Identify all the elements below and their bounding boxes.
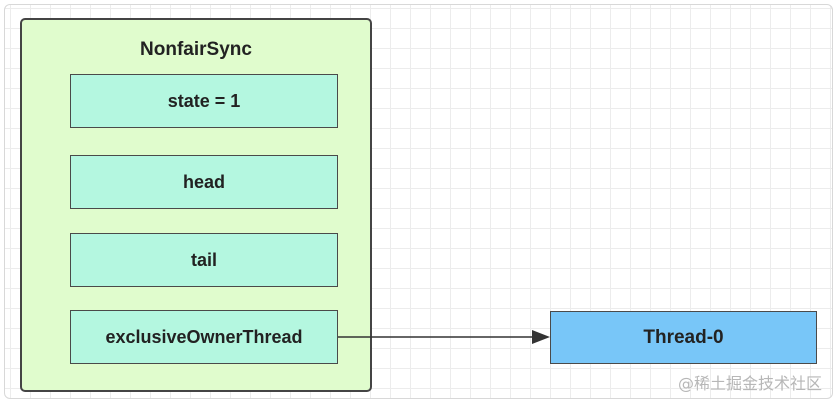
field-exclusive-owner-thread-label: exclusiveOwnerThread [105,326,303,347]
nonfair-sync-title: NonfairSync [140,39,252,60]
field-state: state = 1 [70,74,338,128]
thread-0-box: Thread-0 [550,311,817,364]
watermark-text: @稀土掘金技术社区 [677,374,822,393]
diagram-canvas: NonfairSync state = 1 head tail exclusiv… [4,4,833,399]
owner-arrow-head [532,330,550,344]
owner-arrow [338,330,550,344]
field-tail: tail [70,233,338,287]
field-state-label: state = 1 [167,90,241,111]
thread-0-label: Thread-0 [643,326,724,348]
field-exclusive-owner-thread: exclusiveOwnerThread [70,310,338,364]
field-tail-label: tail [190,249,217,270]
field-head: head [70,155,338,209]
field-head-label: head [182,171,225,192]
